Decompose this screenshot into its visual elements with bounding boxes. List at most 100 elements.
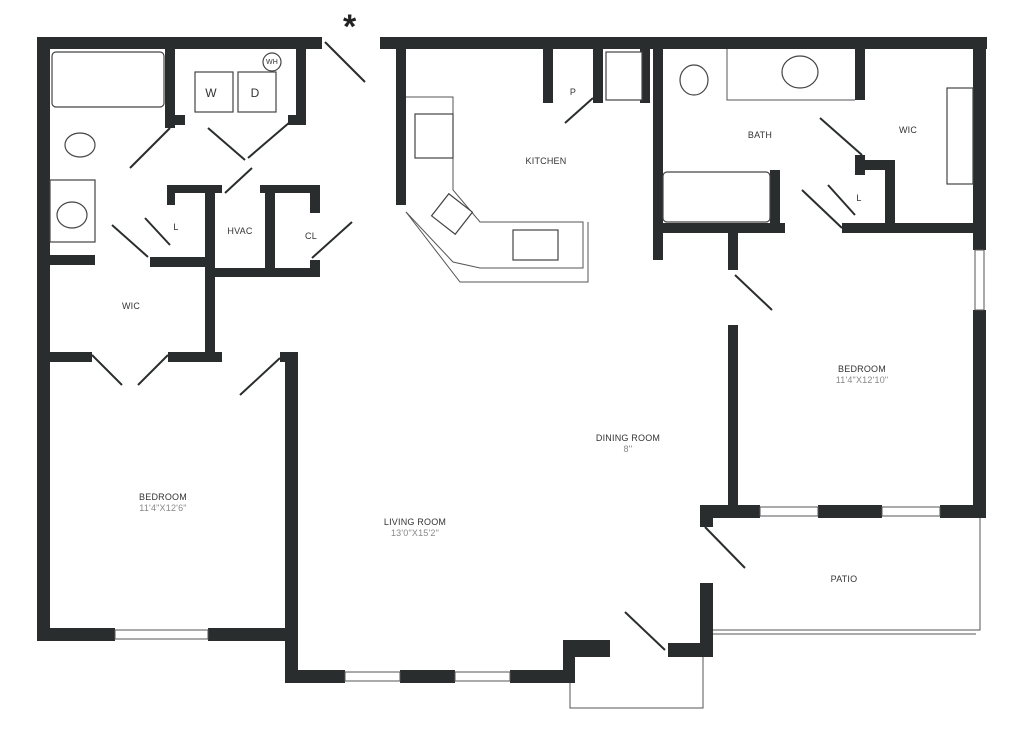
wall — [265, 185, 275, 270]
refrigerator — [605, 51, 643, 101]
wall — [150, 257, 215, 267]
wall — [205, 185, 215, 362]
room-name: BATH — [747, 130, 773, 140]
wall — [165, 49, 175, 128]
wall — [728, 325, 738, 510]
wall — [260, 185, 320, 193]
toilet-left — [64, 132, 96, 158]
wall — [37, 352, 92, 362]
room-name: WH — [265, 59, 279, 66]
linen-right-label: L — [856, 193, 861, 204]
dishwasher — [430, 192, 474, 236]
room-name: L — [173, 222, 179, 232]
windows — [114, 249, 985, 682]
wall — [396, 49, 406, 205]
wall — [593, 49, 603, 103]
wall — [940, 505, 986, 518]
closet-label: CL — [305, 231, 317, 242]
room-name: D — [250, 86, 260, 100]
door-swing — [819, 117, 863, 156]
room-name: KITCHEN — [525, 156, 567, 166]
wic-left-label: WIC — [122, 301, 140, 312]
wall — [37, 37, 50, 641]
wall — [640, 49, 650, 103]
wall — [167, 185, 222, 193]
wall — [400, 670, 455, 683]
room-name: DINING ROOM — [595, 433, 661, 443]
wic-right-label: WIC — [899, 125, 917, 136]
wall — [37, 37, 322, 49]
wall — [653, 223, 785, 233]
door-swing — [827, 184, 856, 216]
hvac-label: HVAC — [227, 226, 252, 237]
room-name: WIC — [121, 301, 141, 311]
kitchen-sink — [512, 229, 559, 261]
dryer — [237, 71, 277, 113]
wall — [700, 505, 713, 527]
wall — [280, 352, 298, 362]
door-swing — [624, 611, 666, 651]
wall — [285, 670, 345, 683]
door-swing — [801, 189, 843, 229]
window — [454, 671, 511, 682]
wall — [728, 233, 738, 270]
wall — [700, 583, 713, 657]
window — [344, 671, 401, 682]
door-swing — [224, 167, 253, 194]
door-swing — [734, 274, 773, 311]
door-swing — [111, 224, 149, 258]
door-swing — [91, 354, 123, 386]
entry-marker: * — [343, 8, 357, 46]
bath-sink — [781, 55, 819, 89]
wall — [310, 260, 320, 277]
room-name: P — [569, 87, 577, 97]
room-name: W — [205, 86, 217, 100]
window — [881, 506, 941, 517]
window — [114, 629, 209, 640]
dryer-label: D — [250, 86, 260, 100]
room-name: CL — [305, 231, 317, 241]
room-dimensions: 11'4"X12'6" — [139, 503, 187, 513]
wall — [208, 628, 298, 641]
wall — [973, 310, 986, 518]
door-swing — [239, 357, 281, 396]
toilet-right — [679, 64, 709, 96]
walls — [37, 37, 987, 683]
room-name: L — [856, 193, 862, 203]
water-heater-label: WH — [266, 57, 278, 68]
room-name: BEDROOM — [838, 364, 886, 374]
wall — [855, 160, 895, 170]
door-swings — [91, 41, 863, 651]
window — [974, 249, 985, 311]
room-name: HVAC — [227, 226, 253, 236]
bathtub-left — [51, 51, 165, 108]
wall — [818, 505, 882, 518]
wall — [168, 352, 222, 362]
door-swing — [144, 217, 171, 246]
wall — [37, 628, 115, 641]
window — [759, 506, 819, 517]
room-name: LIVING ROOM — [383, 517, 447, 527]
washer — [194, 71, 234, 113]
door-swing — [129, 127, 171, 169]
fixtures — [49, 49, 974, 283]
wall — [310, 185, 320, 213]
water-heater — [262, 52, 282, 72]
wall — [510, 670, 575, 683]
wall — [973, 37, 986, 250]
door-swing — [564, 97, 594, 124]
door-swing — [324, 41, 366, 83]
wall — [296, 49, 306, 125]
kitchen-island-edge — [405, 211, 589, 283]
door-swing — [704, 526, 746, 569]
wall — [165, 115, 185, 125]
bath-label: BATH — [748, 130, 772, 141]
wall — [380, 37, 987, 49]
room-dimensions: 8'' — [623, 444, 633, 454]
wall — [563, 640, 610, 657]
wall — [770, 170, 780, 233]
linen-left-label: L — [173, 222, 178, 233]
room-name: WIC — [898, 125, 918, 135]
